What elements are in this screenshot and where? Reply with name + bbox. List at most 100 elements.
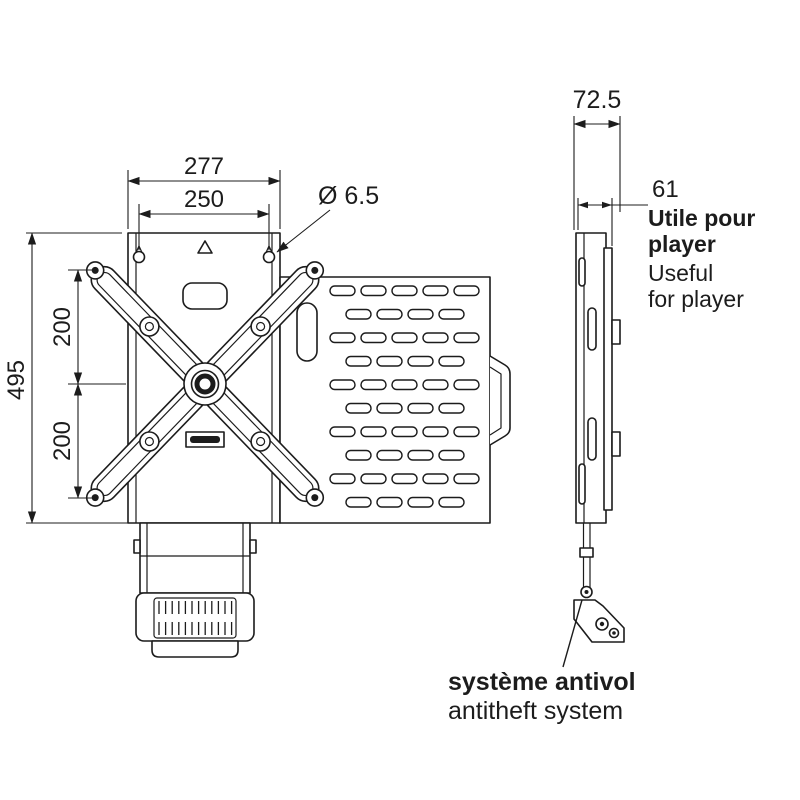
perforation-slot <box>376 449 403 461</box>
dimension-277: 277 <box>127 153 281 229</box>
perforation-slot <box>329 426 356 438</box>
dim-61-label: 61 <box>652 176 679 203</box>
side-slot-1 <box>578 257 586 287</box>
mounting-hole-right <box>262 245 276 264</box>
perforation-slot <box>438 308 465 320</box>
hook-lower <box>611 431 621 457</box>
vertical-slot <box>296 302 318 362</box>
dimension-200-upper: 200 <box>49 269 126 385</box>
perforation-slot <box>422 379 449 391</box>
perforation-slot <box>376 402 403 414</box>
perforation-slot <box>391 285 418 297</box>
hole-diameter-callout: Ø 6.5 <box>276 182 379 253</box>
perforation-slot <box>438 402 465 414</box>
arm-end-bolts <box>85 261 325 507</box>
perforation-slot <box>407 496 434 508</box>
side-slot-3 <box>587 417 597 461</box>
top-marker-triangle <box>197 240 213 254</box>
perforation-slot <box>329 473 356 485</box>
dimension-61: 61 <box>577 176 679 246</box>
antitheft-callout: système antivol antitheft system <box>448 599 636 725</box>
dim-72-5-label: 72.5 <box>573 86 622 114</box>
handle-inner-line <box>489 366 502 436</box>
dimension-200-lower: 200 <box>49 383 94 499</box>
vesa-arms <box>85 261 325 507</box>
perforation-slot <box>422 285 449 297</box>
side-slot-4 <box>578 463 586 505</box>
center-hub <box>183 362 227 406</box>
perforation-slot <box>391 379 418 391</box>
side-view <box>573 232 625 643</box>
perforation-slot <box>407 449 434 461</box>
hook-upper <box>611 319 621 345</box>
perforation-slot <box>360 379 387 391</box>
antitheft-leader-line <box>562 599 583 668</box>
dim-277-label: 277 <box>184 153 224 180</box>
perforation-slot <box>360 426 387 438</box>
perforation-slot <box>360 473 387 485</box>
dim-495-label: 495 <box>3 360 30 400</box>
perforation-slot <box>422 473 449 485</box>
brand-plate-label <box>190 436 220 443</box>
perforation-slot <box>453 285 480 297</box>
perforation-slot <box>345 449 372 461</box>
perforation-slot <box>453 426 480 438</box>
dimension-250: 250 <box>138 186 270 250</box>
note-utile-line1: Utile pour <box>648 205 755 231</box>
dim-200-lower-label: 200 <box>49 421 76 461</box>
note-useful-line1: Useful <box>648 260 713 286</box>
arm-hinges <box>139 316 271 452</box>
dimension-495: 495 <box>3 232 134 524</box>
perforation-slot <box>453 473 480 485</box>
bottom-tab <box>151 640 239 658</box>
side-tab-left <box>133 539 141 554</box>
perforation-slot <box>391 332 418 344</box>
plate-slot <box>182 282 228 310</box>
perforation-slot <box>438 496 465 508</box>
player-bracket <box>603 247 613 511</box>
perforation-slot <box>345 355 372 367</box>
perforation-slot <box>391 473 418 485</box>
perforation-slot <box>438 355 465 367</box>
perforation-slots <box>329 285 480 508</box>
dimension-72-5: 72.5 <box>573 86 622 230</box>
perforation-slot <box>345 308 372 320</box>
callout-antitheft-en: antitheft system <box>448 697 623 725</box>
perforation-slot <box>453 379 480 391</box>
perforation-slot <box>329 379 356 391</box>
notes: Utile pour player Useful for player <box>648 205 755 312</box>
perforation-slot <box>329 332 356 344</box>
hole-diameter-label: Ø 6.5 <box>318 182 379 210</box>
dimensions: 277 250 Ø 6.5 495 200 <box>3 86 679 524</box>
callout-antitheft-fr: système antivol <box>448 668 636 696</box>
perforation-slot <box>329 285 356 297</box>
note-utile-line2: player <box>648 231 716 257</box>
column-body <box>139 522 251 594</box>
perforation-slot <box>360 332 387 344</box>
perforation-slot <box>407 308 434 320</box>
perforation-slot <box>391 426 418 438</box>
dim-200-upper-label: 200 <box>49 307 76 347</box>
perforation-slot <box>407 355 434 367</box>
lower-column <box>133 522 257 658</box>
perforation-slot <box>422 426 449 438</box>
perforation-slot <box>376 355 403 367</box>
vent-frame <box>153 597 237 639</box>
handle <box>489 355 511 446</box>
perforation-slot <box>453 332 480 344</box>
side-slot-2 <box>587 307 597 351</box>
perforation-slot <box>345 402 372 414</box>
perforation-slot <box>360 285 387 297</box>
perforation-slot <box>345 496 372 508</box>
perforation-slot <box>438 449 465 461</box>
note-useful-line2: for player <box>648 286 744 312</box>
perforation-slot <box>407 402 434 414</box>
front-view <box>85 232 511 658</box>
perforation-slot <box>376 496 403 508</box>
foot-bracket <box>573 599 625 643</box>
perforation-slot <box>422 332 449 344</box>
vent-slats <box>158 601 233 635</box>
antitheft-rod <box>579 523 594 599</box>
